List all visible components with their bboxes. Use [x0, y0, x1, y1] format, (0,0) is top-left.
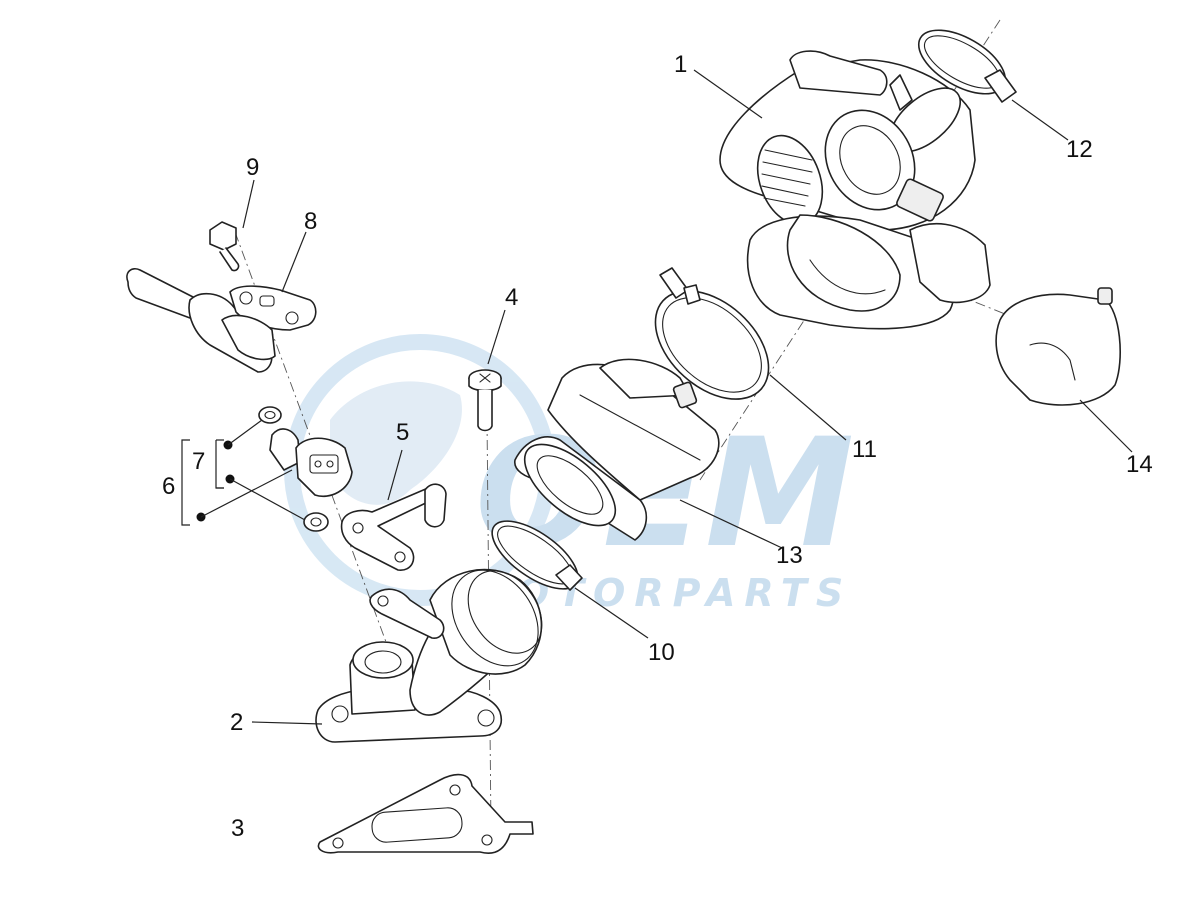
part-5-bracket [340, 449, 447, 571]
watermark-globe-land [330, 381, 462, 505]
callout-10: 10 [648, 639, 675, 666]
callout-9: 9 [246, 154, 259, 181]
callout-labels: 1 2 3 4 5 6 7 8 9 10 11 12 13 14 [162, 51, 1153, 842]
callout-13: 13 [776, 542, 803, 569]
part-13-adapter [514, 358, 783, 549]
callout-14: 14 [1126, 451, 1153, 478]
callout-3: 3 [231, 815, 244, 842]
part-1-throttle-body [693, 50, 991, 330]
callout-1: 1 [674, 51, 687, 78]
callout-2: 2 [230, 709, 243, 736]
callout-5: 5 [396, 419, 409, 446]
callout-12: 12 [1066, 136, 1093, 163]
callout-8: 8 [304, 208, 317, 235]
part-6-7-seals-connector [181, 406, 353, 532]
part-9-bolt [209, 179, 255, 272]
part-4-screw [468, 309, 506, 432]
callout-4: 4 [505, 284, 518, 311]
part-12-clamp [917, 29, 1069, 141]
callout-7: 7 [192, 448, 205, 475]
part-10-clamp [491, 520, 649, 639]
part-3-gasket [317, 773, 534, 854]
part-8-injector [126, 231, 317, 373]
part-14-cover [995, 287, 1133, 453]
part-2-intake-manifold [251, 568, 543, 743]
callout-6: 6 [162, 473, 175, 500]
part-11-clamp [654, 267, 847, 441]
callout-11: 11 [852, 436, 877, 463]
